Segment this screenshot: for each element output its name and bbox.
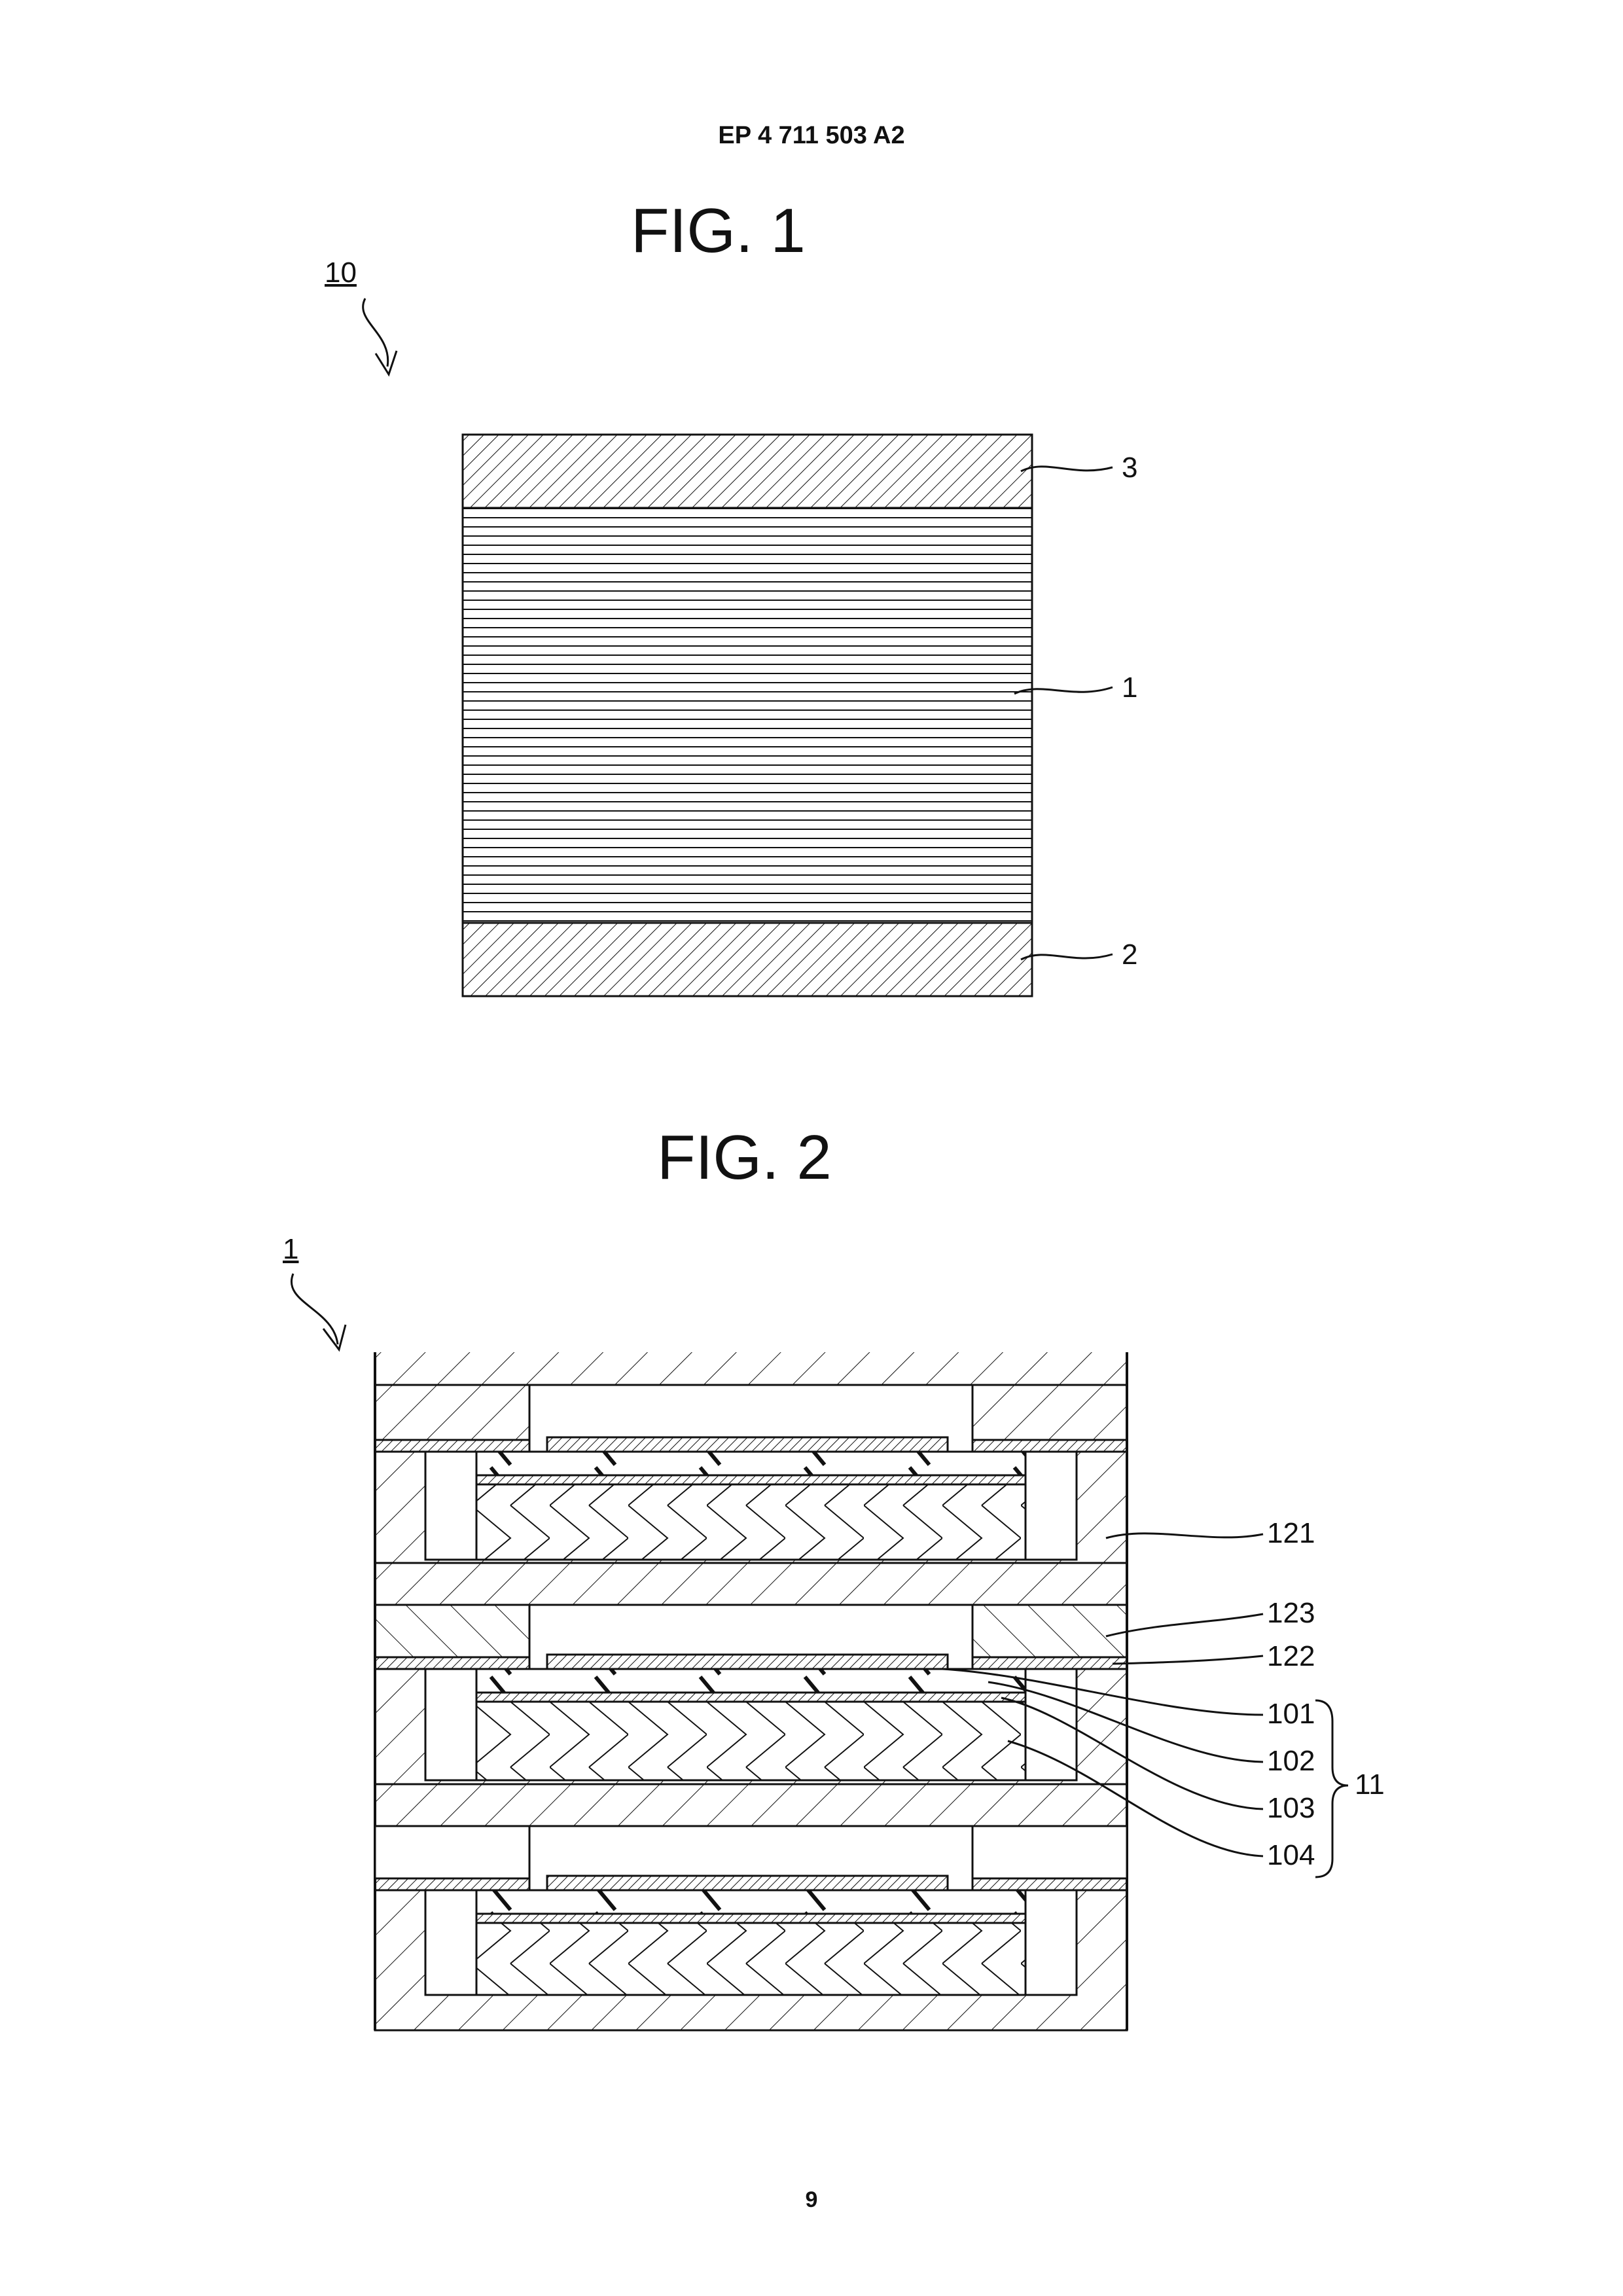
fig1-top-layer	[463, 435, 1032, 508]
patent-number: EP 4 711 503 A2	[0, 122, 1623, 150]
fig1-assembly-arrowhead	[376, 351, 397, 374]
fig2-assembly-ref: 1	[283, 1233, 298, 1266]
fig2-group-label: 11	[1355, 1768, 1385, 1801]
fig2-cell-top	[375, 1385, 1127, 1563]
fig2-label-121: 121	[1267, 1517, 1315, 1550]
fig1-assembly-ref: 10	[325, 257, 357, 289]
fig1-leader-2	[1021, 954, 1113, 960]
fig2-label-103: 103	[1267, 1792, 1315, 1825]
fig1-drawing	[363, 298, 1113, 996]
page-number: 9	[0, 2187, 1623, 2213]
fig2-top-cap	[375, 1352, 1127, 1385]
fig2-assembly-arrowhead	[323, 1325, 346, 1350]
fig1-stack-body	[463, 508, 1032, 923]
fig2-leader-121	[1106, 1534, 1263, 1538]
fig1-title: FIG. 1	[631, 195, 806, 267]
fig2-label-101: 101	[1267, 1698, 1315, 1731]
fig2-title: FIG. 2	[657, 1122, 832, 1194]
fig1-bottom-layer	[463, 923, 1032, 996]
fig1-label-1: 1	[1122, 672, 1137, 704]
fig1-label-3: 3	[1122, 452, 1137, 484]
fig1-assembly-arrow	[363, 298, 388, 367]
fig2-label-123: 123	[1267, 1597, 1315, 1630]
fig2-group-brace	[1315, 1700, 1348, 1877]
fig2-cell-bottom	[375, 1826, 1127, 2030]
fig2-cell-middle	[375, 1605, 1127, 1784]
fig2-label-122: 122	[1267, 1640, 1315, 1673]
fig2-label-102: 102	[1267, 1745, 1315, 1778]
fig2-drawing	[291, 1274, 1348, 2030]
fig2-leader-123	[1106, 1614, 1263, 1636]
fig1-label-2: 2	[1122, 939, 1137, 971]
fig2-label-104: 104	[1267, 1839, 1315, 1872]
fig2-assembly-arrow	[291, 1274, 338, 1344]
fig2-leader-122	[1113, 1656, 1263, 1664]
fig1-leader-3	[1021, 467, 1113, 471]
